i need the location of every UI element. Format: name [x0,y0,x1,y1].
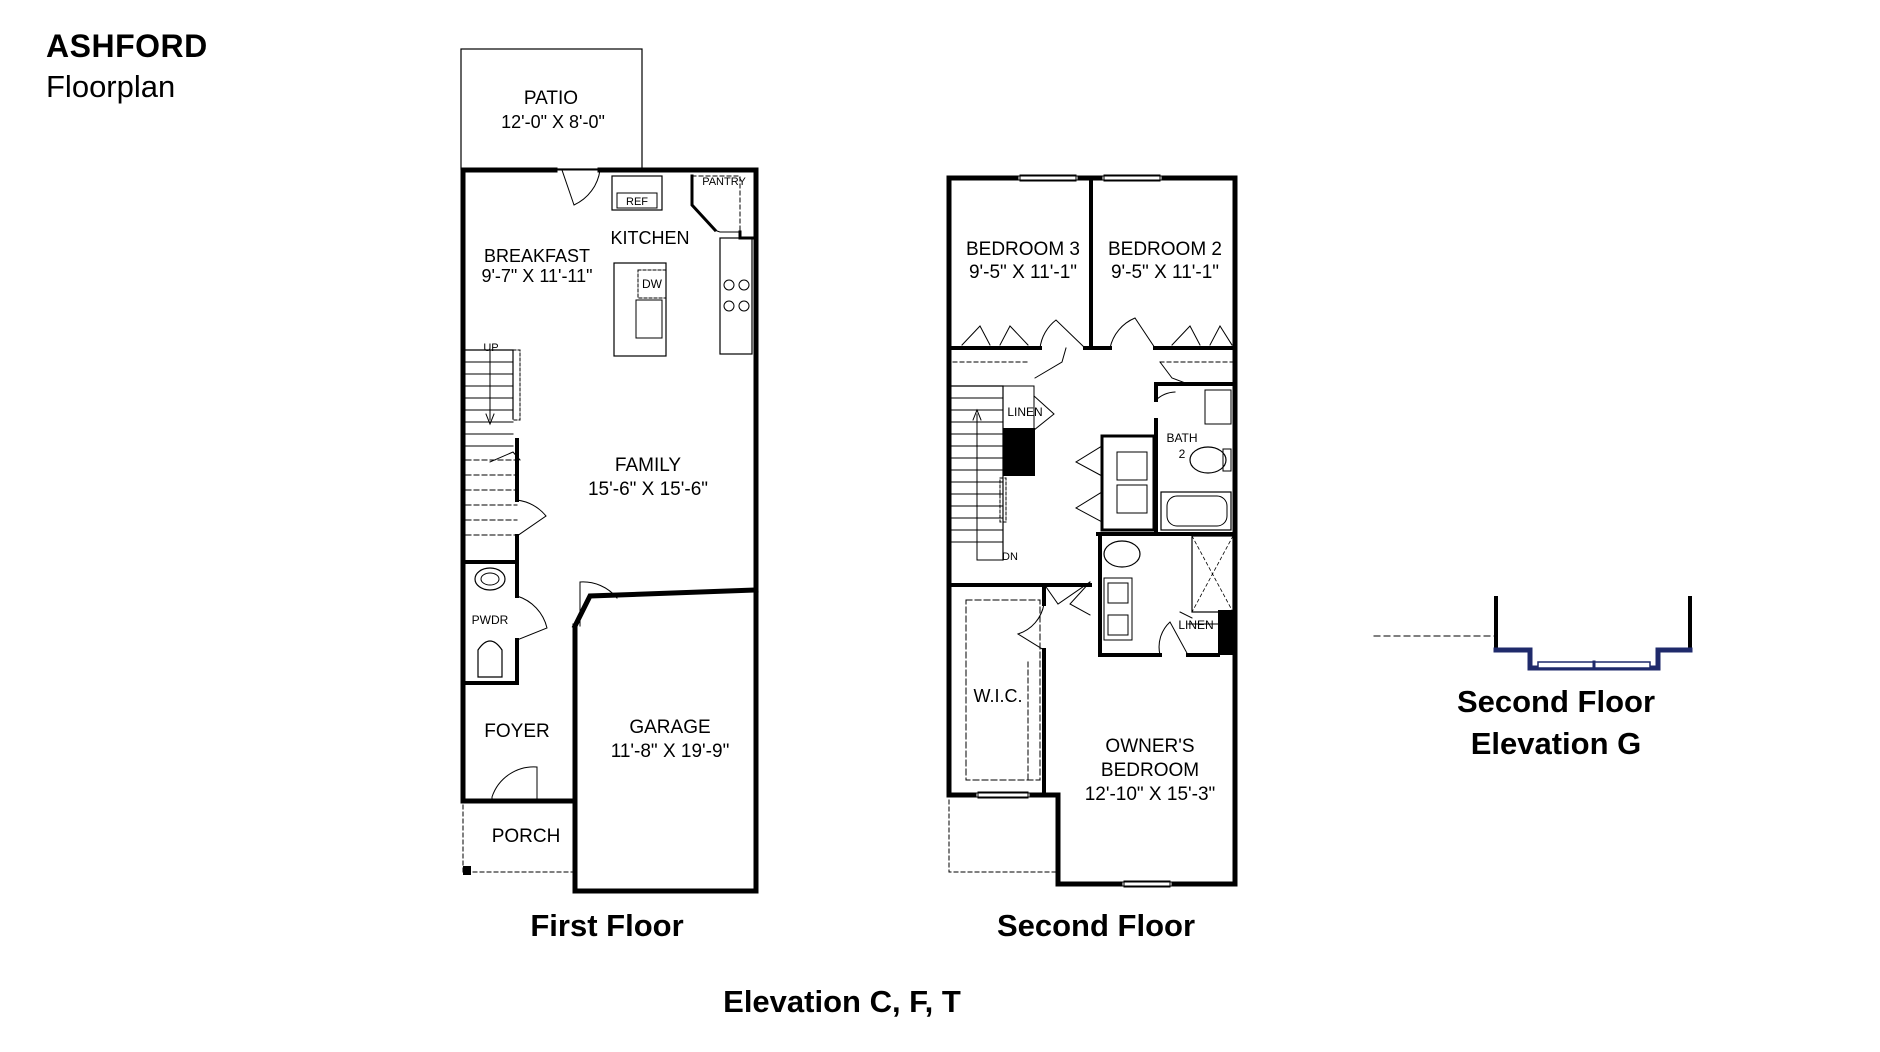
bath2-label: BATH [1166,431,1197,445]
elevation-g-plan [1373,596,1693,671]
linen-label-2: LINEN [1178,618,1213,632]
family-dim: 15'-6" X 15'-6" [588,479,708,500]
window [1019,174,1077,182]
plan-name: ASHFORD [46,28,208,64]
porch-label: PORCH [492,826,561,847]
stair-up-label: UP [483,342,498,354]
wic-wall [947,583,1046,606]
front-porch-roof [948,799,1059,873]
first-floor-plan [460,48,759,894]
kitchen-island [613,262,667,357]
powder-toilet [477,640,503,678]
refrigerator [611,175,663,211]
range-counter [719,237,753,355]
bedroom3-label: BEDROOM 3 [966,239,1080,260]
bath2-toilet [1189,446,1227,474]
patio-dim: 12'-0" X 8'-0" [501,112,605,132]
burner [723,279,735,291]
window [977,791,1029,799]
second-floor-caption: Second Floor [996,908,1196,943]
linen-closet-1 [1002,385,1035,431]
powder-door [516,595,548,641]
second-floor-plan [946,174,1238,888]
double-vanity [1103,577,1133,641]
elevation-g-caption-line2: Elevation G [1470,726,1642,761]
front-door [491,766,538,802]
bedroom2-dim: 9'-5" X 11'-1" [1111,262,1219,283]
laundry-closet [1100,434,1156,532]
window [1103,174,1161,182]
family-label: FAMILY [615,455,681,476]
porch-post [463,866,471,875]
stair-treads [951,397,1004,561]
owners-dim: 12'-10" X 15'-3" [1085,784,1216,805]
first-floor-caption: First Floor [530,908,684,943]
wic-shelving [965,599,1041,781]
foyer-label: FOYER [484,721,549,742]
bedroom2-label: BEDROOM 2 [1108,239,1222,260]
breakfast-label: BREAKFAST [484,246,590,266]
plan-subtitle: Floorplan [46,69,176,104]
kitchen-label: KITCHEN [610,228,689,248]
wic-label: W.I.C. [974,686,1023,706]
bath2-number: 2 [1179,447,1186,461]
bifold-doors [952,317,1233,363]
owners-label-2: BEDROOM [1101,760,1199,781]
garage-label: GARAGE [629,717,710,738]
breakfast-dim: 9'-7" X 11'-11" [481,266,592,286]
elevation-g-outline [1494,596,1692,670]
powder-room-wall [461,560,519,598]
closet-door [516,499,547,537]
window [1123,880,1171,888]
owners-shower [1191,535,1234,613]
island-sink [635,299,663,339]
garage-dim: 11'-8" X 19'-9" [611,741,730,762]
patio-outline [460,48,643,170]
dw-label: DW [642,277,663,291]
owners-label-1: OWNER'S [1105,736,1194,757]
patio-label: PATIO [524,88,578,109]
owners-toilet [1103,540,1141,568]
stair-treads [465,349,514,447]
washer [1116,451,1148,481]
first-floor-right-wall [597,167,759,894]
stair-dn-label: DN [1002,551,1018,563]
ref-label: REF [626,196,648,208]
linen-closet-2 [1218,610,1235,655]
stair-upper [462,349,514,420]
garage-entry-door [579,581,618,627]
garage-top-wall [571,587,759,630]
powder-sink [474,567,506,591]
stair-lower [465,459,518,536]
pantry-shelf [691,175,741,233]
pwdr-label: PWDR [472,613,509,627]
elevation-g-caption-line1: Second Floor [1456,684,1656,719]
bath2-sink [1204,389,1232,425]
second-floor-outer-wall [946,175,1238,887]
pantry-label: PANTRY [702,176,746,188]
plan-title-block: ASHFORD Floorplan [46,28,208,105]
dryer [1116,484,1148,514]
bedroom3-dim: 9'-5" X 11'-1" [969,262,1077,283]
linen-label-1: LINEN [1007,405,1042,419]
elevation-footer-caption: Elevation C, F, T [723,984,961,1019]
dishwasher [637,269,667,299]
bath2-tub [1160,491,1232,531]
